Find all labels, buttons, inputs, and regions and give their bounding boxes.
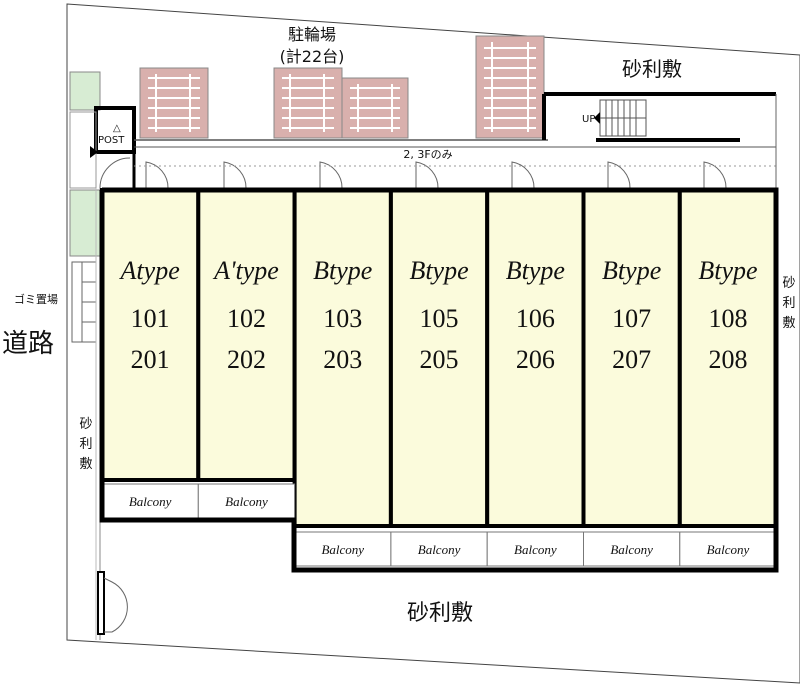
balcony-area bbox=[197, 483, 296, 519]
gravel-top-right: 砂利敷 bbox=[622, 57, 682, 81]
unit-number-ground: 106 bbox=[516, 304, 555, 333]
garbage-label: ゴミ置場 bbox=[14, 292, 58, 306]
unit-room bbox=[196, 188, 297, 482]
unit-number-ground: 107 bbox=[612, 304, 651, 333]
balcony-105: Balcony bbox=[390, 531, 488, 567]
bike-rack-4 bbox=[475, 35, 545, 139]
unit-102: A'type 102 202 bbox=[196, 188, 297, 482]
entrance-arrow-icon bbox=[90, 146, 98, 158]
post-marker: △ bbox=[113, 123, 121, 134]
balcony-107: Balcony bbox=[583, 531, 681, 567]
units-layer: Atype 101 201 A'type 102 202 Btype 103 203 Btype 1… bbox=[100, 188, 779, 528]
balcony-label: Balcony bbox=[225, 494, 268, 509]
unit-number-ground: 105 bbox=[420, 304, 459, 333]
balcony-label: Balcony bbox=[514, 542, 557, 557]
unit-type-label: Btype bbox=[506, 256, 565, 285]
unit-number-upper: 205 bbox=[420, 345, 459, 374]
unit-type-label: Btype bbox=[602, 256, 661, 285]
balcony-label: Balcony bbox=[418, 542, 461, 557]
balcony-label: Balcony bbox=[129, 494, 172, 509]
staircase bbox=[542, 92, 777, 142]
unit-107: Btype 107 207 bbox=[581, 188, 682, 528]
balcony-106: Balcony bbox=[486, 531, 585, 567]
gravel-left-3: 敷 bbox=[79, 457, 92, 472]
balcony-label: Balcony bbox=[321, 542, 364, 557]
unit-number-upper: 206 bbox=[516, 345, 555, 374]
balcony-101: Balcony bbox=[101, 483, 199, 519]
unit-number-upper: 207 bbox=[612, 345, 651, 374]
bike-rack-3 bbox=[341, 77, 409, 139]
unit-room bbox=[100, 188, 201, 482]
road-label: 道路 bbox=[2, 329, 54, 359]
unit-number-upper: 201 bbox=[131, 345, 170, 374]
gravel-bottom: 砂利敷 bbox=[407, 601, 473, 626]
garbage-storage bbox=[71, 261, 97, 343]
unit-103: Btype 103 203 bbox=[292, 188, 393, 528]
site-boundary bbox=[66, 3, 800, 684]
unit-number-upper: 208 bbox=[708, 345, 747, 374]
balcony-area bbox=[679, 531, 777, 567]
green-area-left bbox=[69, 189, 101, 257]
side-door bbox=[97, 571, 128, 635]
unit-type-label: Atype bbox=[119, 256, 180, 285]
parking-title: 駐輪場 bbox=[288, 25, 336, 44]
unit-number-ground: 101 bbox=[131, 304, 170, 333]
unit-101: Atype 101 201 bbox=[100, 188, 201, 482]
balcony-area bbox=[390, 531, 488, 567]
up-label: UP bbox=[582, 114, 595, 125]
gravel-right-3: 敷 bbox=[782, 316, 795, 331]
unit-room bbox=[677, 188, 779, 528]
gravel-right-2: 利 bbox=[782, 296, 795, 311]
unit-number-ground: 108 bbox=[708, 304, 747, 333]
balcony-label: Balcony bbox=[610, 542, 653, 557]
gravel-left-1: 砂 bbox=[79, 417, 92, 432]
balcony-area bbox=[583, 531, 681, 567]
green-area-top bbox=[69, 71, 101, 111]
unit-doors bbox=[145, 161, 727, 189]
unit-type-label: Btype bbox=[409, 256, 468, 285]
unit-105: Btype 105 205 bbox=[388, 188, 490, 528]
unit-number-upper: 202 bbox=[227, 345, 266, 374]
balcony-103: Balcony bbox=[294, 531, 392, 567]
unit-type-label: A'type bbox=[212, 256, 279, 285]
unit-room bbox=[581, 188, 682, 528]
unit-room bbox=[292, 188, 393, 528]
unit-number-ground: 103 bbox=[323, 304, 362, 333]
bike-rack-1 bbox=[139, 67, 209, 139]
gravel-left-2: 利 bbox=[79, 437, 92, 452]
gravel-right-1: 砂 bbox=[782, 276, 795, 291]
stair-arrow-icon bbox=[594, 112, 600, 124]
balcony-label: Balcony bbox=[707, 542, 750, 557]
floors-note: 2, 3Fのみ bbox=[403, 148, 452, 161]
balcony-area bbox=[486, 531, 585, 567]
unit-number-ground: 102 bbox=[227, 304, 266, 333]
balcony-108: Balcony bbox=[679, 531, 777, 567]
entrance-door-icon bbox=[99, 157, 131, 189]
parking-count: (計22台) bbox=[280, 47, 345, 66]
post-area bbox=[69, 106, 136, 190]
post-label: POST bbox=[98, 135, 125, 146]
bike-rack-2 bbox=[273, 67, 343, 139]
balcony-area bbox=[101, 483, 199, 519]
unit-type-label: Btype bbox=[698, 256, 757, 285]
unit-106: Btype 106 206 bbox=[485, 188, 586, 528]
unit-108: Btype 108 208 bbox=[677, 188, 779, 528]
balcony-area bbox=[294, 531, 392, 567]
unit-number-upper: 203 bbox=[323, 345, 362, 374]
building-outline bbox=[99, 187, 779, 573]
balcony-102: Balcony bbox=[197, 483, 296, 519]
unit-type-label: Btype bbox=[313, 256, 372, 285]
